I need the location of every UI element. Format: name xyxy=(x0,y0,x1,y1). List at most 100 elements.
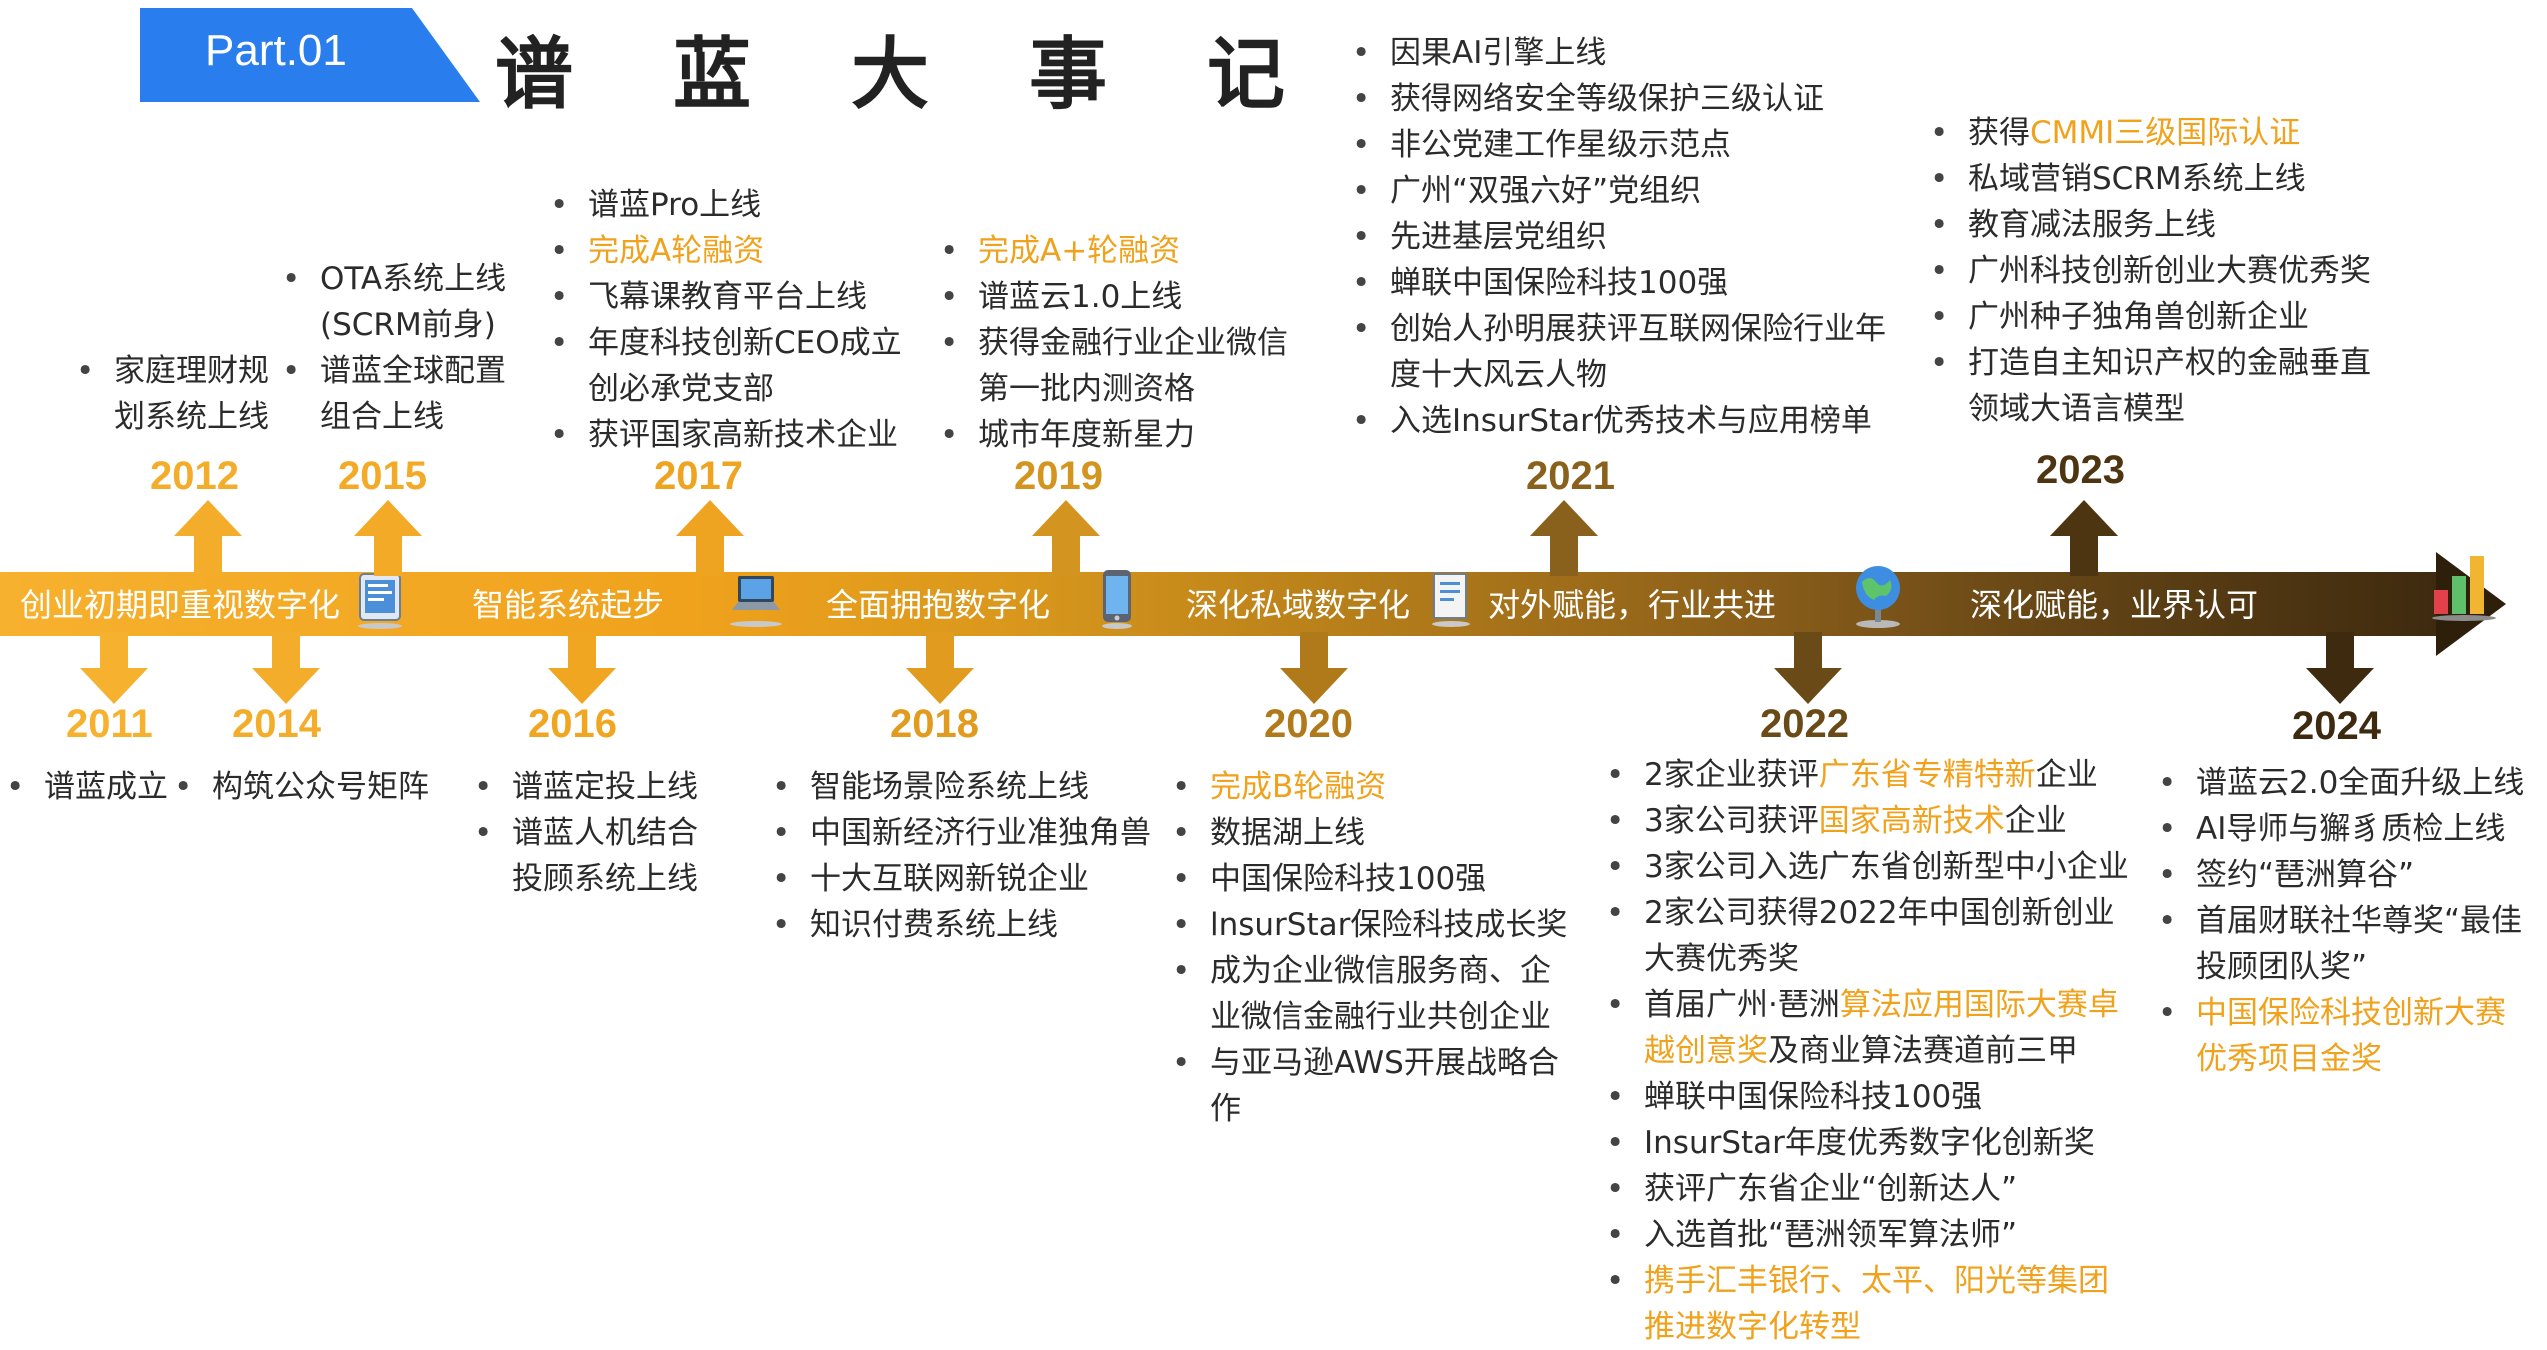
event-item: 构筑公众号矩阵 xyxy=(168,764,429,810)
event-item: 获得金融行业企业微信第一批内测资格 xyxy=(934,320,1308,412)
stage-label-4: 深化私域数字化 xyxy=(1186,586,1411,624)
event-item: 先进基层党组织 xyxy=(1346,214,1890,260)
arrow-2024 xyxy=(2306,632,2374,704)
year-2024: 2024 xyxy=(2292,704,2381,748)
stage-label-3: 全面拥抱数字化 xyxy=(826,586,1051,624)
laptop-icon xyxy=(730,576,782,627)
phone-icon xyxy=(1102,570,1132,629)
event-item: 2家企业获评广东省专精特新企业 xyxy=(1600,752,2134,798)
event-item: 非公党建工作星级示范点 xyxy=(1346,122,1890,168)
event-item: 3家公司获评国家高新技术企业 xyxy=(1600,798,2134,844)
events-list-2022: 2家企业获评广东省专精特新企业 3家公司获评国家高新技术企业 3家公司入选广东省… xyxy=(1600,752,2134,1350)
year-2014: 2014 xyxy=(232,702,321,746)
event-item: 蝉联中国保险科技100强 xyxy=(1600,1074,2134,1120)
event-item: 谱蓝云1.0上线 xyxy=(934,274,1308,320)
event-item: 家庭理财规划系统上线 xyxy=(70,348,284,440)
event-item: 谱蓝人机结合投顾系统上线 xyxy=(468,810,712,902)
event-item: 打造自主知识产权的金融垂直领域大语言模型 xyxy=(1924,340,2398,432)
year-2018: 2018 xyxy=(890,702,979,746)
events-list-2018: 智能场景险系统上线 中国新经济行业准独角兽 十大互联网新锐企业 知识付费系统上线 xyxy=(766,764,1151,948)
arrow-2019 xyxy=(1032,500,1100,576)
event-item: 签约“琶洲算谷” xyxy=(2152,852,2536,898)
arrow-2020 xyxy=(1280,632,1348,704)
arrow-2018 xyxy=(906,632,974,704)
arrow-2014 xyxy=(252,632,320,704)
event-item: 首届财联社华尊奖“最佳投顾团队奖” xyxy=(2152,898,2536,990)
event-item: 2家公司获得2022年中国创新创业大赛优秀奖 xyxy=(1600,890,2134,982)
year-2019: 2019 xyxy=(1014,454,1103,498)
stage-label-1: 创业初期即重视数字化 xyxy=(20,586,341,624)
document-icon xyxy=(1432,573,1470,627)
event-item: 中国新经济行业准独角兽 xyxy=(766,810,1151,856)
event-item-highlight: 完成A轮融资 xyxy=(544,228,918,274)
event-item: 与亚马逊AWS开展战略合作 xyxy=(1166,1040,1580,1132)
event-item: 入选首批“琶洲领军算法师” xyxy=(1600,1212,2134,1258)
events-list-2023: 获得CMMI三级国际认证 私域营销SCRM系统上线 教育减法服务上线 广州科技创… xyxy=(1924,110,2398,432)
event-item-highlight: 完成A+轮融资 xyxy=(934,228,1308,274)
event-item: 首届广州·琶洲算法应用国际大赛卓越创意奖及商业算法赛道前三甲 xyxy=(1600,982,2134,1074)
year-2015: 2015 xyxy=(338,454,427,498)
year-2012: 2012 xyxy=(150,454,239,498)
page-title: 谱蓝大事记 xyxy=(495,30,1386,120)
event-item: 获评广东省企业“创新达人” xyxy=(1600,1166,2134,1212)
event-item-highlight: 中国保险科技创新大赛优秀项目金奖 xyxy=(2152,990,2536,1082)
event-item: AI导师与獬豸质检上线 xyxy=(2152,806,2536,852)
arrow-2017 xyxy=(676,500,744,576)
event-item: 创始人孙明展获评互联网保险行业年度十大风云人物 xyxy=(1346,306,1890,398)
arrow-2023 xyxy=(2050,500,2118,576)
year-2021: 2021 xyxy=(1526,454,1615,498)
events-list-2014: 构筑公众号矩阵 xyxy=(168,764,429,810)
event-item: 3家公司入选广东省创新型中小企业 xyxy=(1600,844,2134,890)
event-item: 获得网络安全等级保护三级认证 xyxy=(1346,76,1890,122)
event-item: 私域营销SCRM系统上线 xyxy=(1924,156,2398,202)
events-list-2011: 谱蓝成立 xyxy=(0,764,168,810)
event-item: 谱蓝全球配置组合上线 xyxy=(276,348,520,440)
year-2016: 2016 xyxy=(528,702,617,746)
arrow-2021 xyxy=(1530,500,1598,576)
stage-label-6: 深化赋能，业界认可 xyxy=(1970,586,2259,624)
event-item: 教育减法服务上线 xyxy=(1924,202,2398,248)
event-item: 知识付费系统上线 xyxy=(766,902,1151,948)
events-list-2021: 因果AI引擎上线 获得网络安全等级保护三级认证 非公党建工作星级示范点 广州“双… xyxy=(1346,30,1890,444)
event-item: 广州科技创新创业大赛优秀奖 xyxy=(1924,248,2398,294)
year-2011: 2011 xyxy=(66,702,153,746)
event-item: 谱蓝云2.0全面升级上线 xyxy=(2152,760,2536,806)
year-2022: 2022 xyxy=(1760,702,1849,746)
event-item: 广州种子独角兽创新企业 xyxy=(1924,294,2398,340)
tablet-icon xyxy=(358,573,402,629)
events-list-2015: OTA系统上线(SCRM前身) 谱蓝全球配置组合上线 xyxy=(276,256,520,440)
event-item: InsurStar年度优秀数字化创新奖 xyxy=(1600,1120,2134,1166)
timeline-band xyxy=(0,572,2440,636)
event-item: 谱蓝成立 xyxy=(0,764,168,810)
events-list-2024: 谱蓝云2.0全面升级上线 AI导师与獬豸质检上线 签约“琶洲算谷” 首届财联社华… xyxy=(2152,760,2536,1082)
arrow-2015 xyxy=(354,500,422,576)
event-item: OTA系统上线(SCRM前身) xyxy=(276,256,520,348)
event-item: 数据湖上线 xyxy=(1166,810,1580,856)
year-2020: 2020 xyxy=(1264,702,1353,746)
stage-label-2: 智能系统起步 xyxy=(472,586,665,624)
arrow-2022 xyxy=(1774,632,1842,704)
events-list-2012: 家庭理财规划系统上线 xyxy=(70,348,284,440)
event-item: 飞幕课教育平台上线 xyxy=(544,274,918,320)
event-item: 中国保险科技100强 xyxy=(1166,856,1580,902)
stage-label-5: 对外赋能，行业共进 xyxy=(1488,586,1777,624)
event-item-highlight: 完成B轮融资 xyxy=(1166,764,1580,810)
bar-chart-icon xyxy=(2432,556,2496,621)
events-list-2017: 谱蓝Pro上线 完成A轮融资 飞幕课教育平台上线 年度科技创新CEO成立创必承党… xyxy=(544,182,918,458)
event-item: 广州“双强六好”党组织 xyxy=(1346,168,1890,214)
event-item-highlight: 携手汇丰银行、太平、阳光等集团推进数字化转型 xyxy=(1600,1258,2134,1350)
events-list-2019: 完成A+轮融资 谱蓝云1.0上线 获得金融行业企业微信第一批内测资格 城市年度新… xyxy=(934,228,1308,458)
globe-icon xyxy=(1856,566,1900,628)
event-item: 蝉联中国保险科技100强 xyxy=(1346,260,1890,306)
arrow-2016 xyxy=(548,632,616,704)
part-label: Part.01 xyxy=(205,26,347,75)
event-item: 城市年度新星力 xyxy=(934,412,1308,458)
event-item: 成为企业微信服务商、企业微信金融行业共创企业 xyxy=(1166,948,1580,1040)
event-item: 智能场景险系统上线 xyxy=(766,764,1151,810)
event-item: 十大互联网新锐企业 xyxy=(766,856,1151,902)
arrow-2011 xyxy=(80,632,148,704)
events-list-2016: 谱蓝定投上线 谱蓝人机结合投顾系统上线 xyxy=(468,764,712,902)
event-item: lnsurStar保险科技成长奖 xyxy=(1166,902,1580,948)
event-item: 因果AI引擎上线 xyxy=(1346,30,1890,76)
